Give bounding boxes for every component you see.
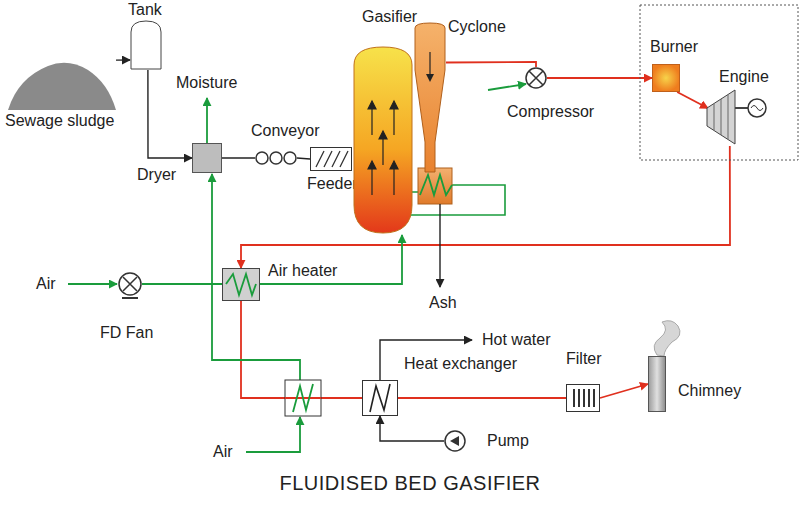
smoke bbox=[654, 321, 680, 356]
conveyor-rollers: Conveyor bbox=[255, 150, 297, 166]
air-heater-box-shape bbox=[222, 268, 260, 301]
equipment-label: FD Fan bbox=[100, 324, 153, 342]
dryer-box: Dryer bbox=[192, 143, 222, 173]
storage-tank-shape bbox=[130, 20, 162, 70]
air-preheater bbox=[285, 380, 321, 416]
burner-box: Burner bbox=[652, 64, 680, 92]
air-inlet bbox=[68, 283, 117, 285]
stream-label: Ash bbox=[429, 294, 457, 312]
sludge-pile-shape bbox=[8, 58, 116, 110]
flow-line bbox=[297, 158, 310, 159]
screw-feeder: Feeder bbox=[310, 147, 352, 171]
equipment-label: Chimney bbox=[678, 382, 741, 400]
air-inlet bbox=[246, 417, 300, 452]
cyclone-heat-recovery bbox=[402, 168, 505, 215]
pump-symbol-shape bbox=[444, 430, 466, 452]
flow-line bbox=[547, 77, 652, 79]
equipment-label: Air heater bbox=[268, 262, 337, 280]
equipment-label: Tank bbox=[128, 1, 162, 19]
equipment-label: Feeder bbox=[307, 175, 358, 193]
equipment-label: Filter bbox=[566, 350, 602, 368]
moisture-line bbox=[206, 98, 208, 143]
cyclone-separator: Cyclone bbox=[414, 22, 446, 172]
flow-line bbox=[260, 235, 402, 284]
flow-line bbox=[398, 397, 566, 399]
fan-symbol: FD Fan bbox=[118, 272, 142, 296]
flow-line bbox=[222, 157, 255, 158]
flow-line bbox=[241, 146, 730, 268]
flow-line bbox=[677, 92, 708, 108]
chimney-stack-shape bbox=[648, 356, 666, 412]
filter-box-shape bbox=[566, 384, 600, 412]
gasifier-vessel: Gasifier bbox=[352, 45, 414, 235]
stream-label: Air bbox=[213, 443, 233, 461]
screw-feeder-shape bbox=[310, 147, 352, 171]
stream-label: Air bbox=[36, 275, 56, 293]
equipment-label: Conveyor bbox=[251, 122, 319, 140]
stream-label: Moisture bbox=[176, 74, 237, 92]
heat-exchanger-box: Heat exchanger bbox=[362, 380, 398, 416]
chimney-stack: Chimney bbox=[648, 356, 666, 412]
air-heater-box: Air heater bbox=[222, 268, 260, 301]
cyclone-separator-shape bbox=[414, 22, 446, 172]
equipment-label: Sewage sludge bbox=[5, 112, 114, 130]
flow-line bbox=[600, 384, 648, 398]
compressor-symbol-shape bbox=[525, 67, 547, 89]
air-inlet bbox=[488, 84, 526, 90]
equipment-label: Compressor bbox=[507, 103, 594, 121]
engine-generator: Engine bbox=[705, 88, 767, 146]
equipment-label: Burner bbox=[650, 38, 698, 56]
stream-label: Hot water bbox=[482, 331, 550, 349]
sludge-pile: Sewage sludge bbox=[8, 58, 116, 110]
pump-symbol: Pump bbox=[444, 430, 466, 452]
conveyor-rollers-shape bbox=[255, 150, 297, 166]
equipment-label: Heat exchanger bbox=[404, 355, 517, 373]
gasifier-vessel-shape bbox=[352, 45, 414, 235]
flow-line bbox=[116, 59, 130, 60]
equipment-label: Dryer bbox=[137, 166, 176, 184]
storage-tank: Tank bbox=[130, 20, 162, 70]
equipment-label: Engine bbox=[719, 68, 769, 86]
filter-box: Filter bbox=[566, 384, 600, 412]
burner-box-shape bbox=[652, 64, 680, 92]
equipment-label: Cyclone bbox=[448, 18, 506, 36]
equipment-label: Pump bbox=[487, 432, 529, 450]
flow-line bbox=[142, 283, 222, 285]
engine-generator-shape bbox=[705, 88, 767, 146]
ash-line bbox=[439, 204, 440, 287]
compressor-symbol: Compressor bbox=[525, 67, 547, 89]
diagram-caption: FLUIDISED BED GASIFIER bbox=[110, 472, 710, 495]
flow-line bbox=[380, 416, 444, 441]
heat-exchanger-box-shape bbox=[362, 380, 398, 416]
fan-symbol-shape bbox=[118, 272, 142, 296]
equipment-label: Gasifier bbox=[362, 8, 417, 26]
engine-enclosure bbox=[640, 5, 798, 160]
flow-line bbox=[446, 62, 536, 67]
dryer-box-shape bbox=[192, 143, 222, 173]
